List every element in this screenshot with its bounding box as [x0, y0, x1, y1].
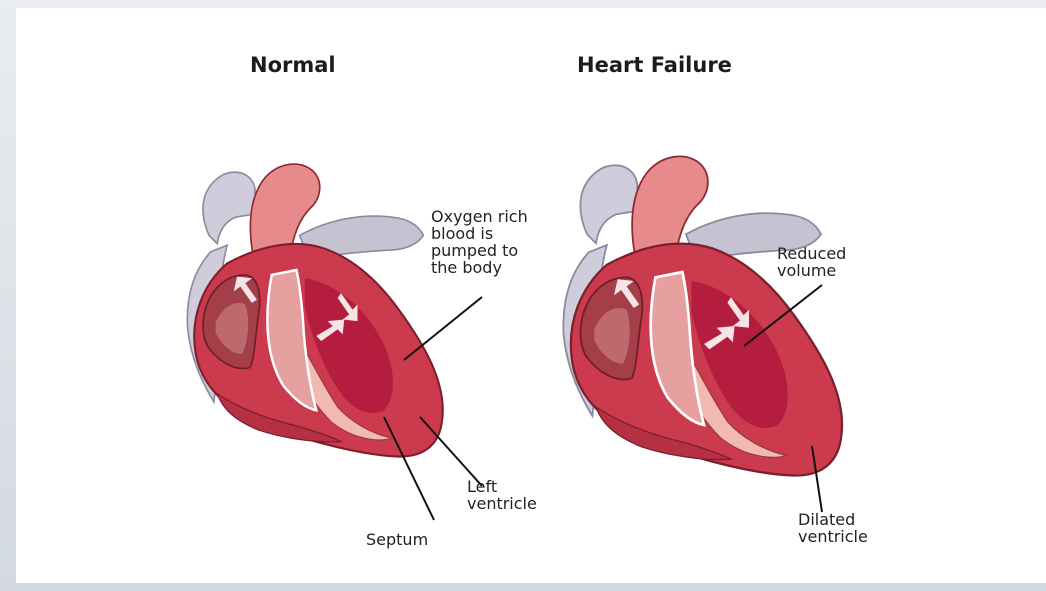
heart-failure-title: Heart Failure: [577, 53, 732, 77]
reduced-volume-label: Reduced volume: [777, 245, 846, 279]
failing-heart: [563, 156, 842, 475]
oxygen-rich-blood-label: Oxygen rich blood is pumped to the body: [431, 208, 528, 276]
septum-label: Septum: [366, 531, 428, 548]
normal-heart: [187, 164, 442, 457]
left-ventricle-label: Left ventricle: [467, 478, 537, 512]
normal-title: Normal: [250, 53, 336, 77]
slide: Normal Heart Failure Oxygen rich blood i…: [16, 8, 1046, 583]
left-ventricle-leader-line: [420, 417, 482, 486]
dilated-ventricle-label: Dilated ventricle: [798, 511, 868, 545]
oxygen-leader-line: [404, 297, 482, 360]
